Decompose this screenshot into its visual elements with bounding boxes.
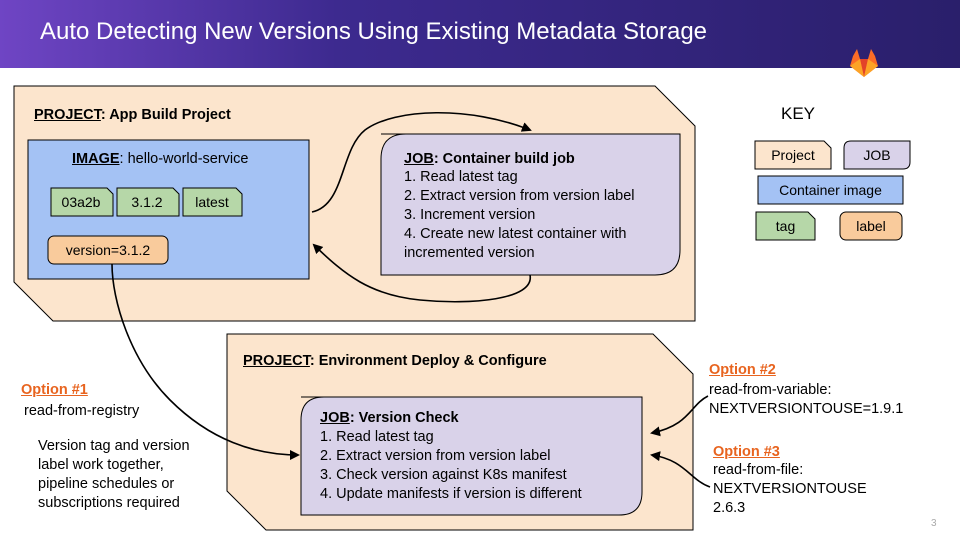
option2-text: read-from-variable: NEXTVERSIONTOUSE=1.9…: [709, 381, 903, 419]
key-tag-shape: [755, 211, 816, 241]
deploy-job-step: 4. Update manifests if version is differ…: [320, 486, 582, 502]
slide-title: Auto Detecting New Versions Using Existi…: [40, 18, 708, 45]
key-project: Project: [771, 147, 815, 163]
option1-note-line: subscriptions required: [38, 495, 180, 511]
slide-header: Auto Detecting New Versions Using Existi…: [0, 0, 960, 68]
tag-shape: [182, 187, 243, 217]
build-job-step: 4. Create new latest container with: [404, 226, 627, 242]
tag-version: 3.1.2: [131, 194, 163, 210]
option2-title: Option #2: [709, 362, 776, 378]
option1-note: Version tag and version label work toget…: [38, 437, 190, 513]
key-project-shape: [754, 140, 832, 170]
arrow-option3-to-deploy-job: [650, 451, 711, 488]
deploy-job-step: 1. Read latest tag: [320, 429, 434, 445]
build-job-heading: JOB: Container build job: [404, 151, 575, 167]
gitlab-fox-icon: [850, 49, 878, 77]
option3-text: read-from-file: NEXTVERSIONTOUSE 2.6.3: [713, 461, 867, 518]
build-project-heading: PROJECT: App Build Project: [34, 107, 231, 123]
tag-03a2b: 03a2b: [61, 194, 101, 210]
image-heading: IMAGE: hello-world-service: [72, 151, 249, 167]
key-container-image: Container image: [779, 182, 882, 198]
tag-latest: latest: [195, 194, 229, 210]
page-number: 3: [931, 518, 937, 529]
key-image-shape: [757, 175, 904, 205]
option2-line: read-from-variable:: [709, 382, 832, 398]
option1-note-line: pipeline schedules or: [38, 476, 175, 492]
option1-title: Option #1: [21, 382, 88, 398]
option1-note-line: Version tag and version: [38, 438, 190, 454]
option3-line: read-from-file:: [713, 462, 804, 478]
version-label: version=3.1.2: [65, 242, 151, 258]
build-job-step: 1. Read latest tag: [404, 169, 518, 185]
deploy-job-step: 2. Extract version from version label: [320, 448, 551, 464]
build-job-steps: 1. Read latest tag 2. Extract version fr…: [404, 168, 634, 263]
tag-shape: [116, 187, 180, 217]
key-label-shape: [839, 211, 903, 241]
option1-text: read-from-registry: [24, 403, 140, 419]
deploy-job-box: [300, 396, 643, 516]
key-tag: tag: [775, 218, 796, 234]
build-job-step: incremented version: [404, 245, 535, 261]
deploy-job-heading: JOB: Version Check: [320, 410, 459, 426]
option1-note-line: label work together,: [38, 457, 164, 473]
key-job: JOB: [863, 147, 891, 163]
arrow-image-to-build-job: [311, 111, 532, 213]
deploy-job-steps: 1. Read latest tag 2. Extract version fr…: [320, 428, 582, 504]
tag-shape: [50, 187, 114, 217]
deploy-job-step: 3. Check version against K8s manifest: [320, 467, 567, 483]
arrow-label-to-deploy-job: [111, 263, 300, 460]
key-label: label: [856, 218, 886, 234]
build-job-step: 3. Increment version: [404, 207, 536, 223]
label-shape: [47, 235, 169, 265]
option3-line: NEXTVERSIONTOUSE: [713, 481, 867, 497]
build-job-step: 2. Extract version from version label: [404, 188, 635, 204]
arrow-option2-to-deploy-job: [650, 395, 709, 437]
key-title: KEY: [781, 104, 816, 123]
deploy-project-heading: PROJECT: Environment Deploy & Configure: [243, 353, 547, 369]
option2-line: NEXTVERSIONTOUSE=1.9.1: [709, 401, 904, 417]
build-job-box: [380, 133, 681, 276]
key-job-shape: [843, 140, 911, 170]
option3-title: Option #3: [713, 444, 780, 460]
option3-line: 2.6.3: [713, 500, 746, 516]
arrow-build-job-to-image: [312, 243, 531, 303]
